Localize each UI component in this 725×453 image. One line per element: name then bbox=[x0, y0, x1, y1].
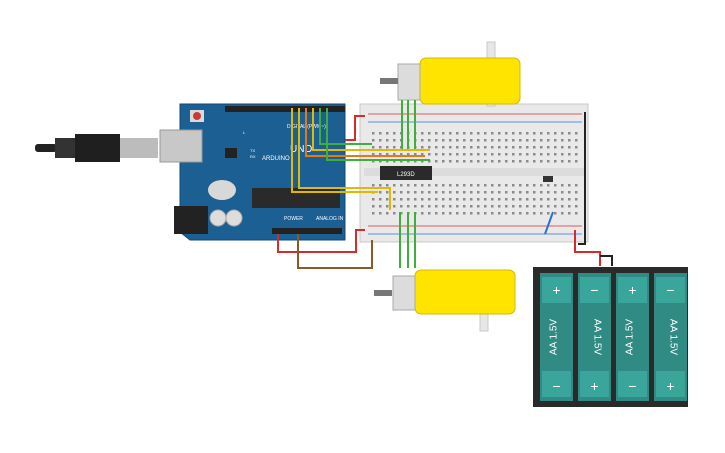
ic-label: L293D bbox=[397, 172, 415, 178]
battery-cell: + − AA 1.5V bbox=[540, 273, 573, 401]
battery-cell-label: AA 1.5V bbox=[549, 319, 560, 355]
power-jack bbox=[174, 206, 208, 234]
battery-cell-label: AA 1.5V bbox=[625, 319, 636, 355]
tx-label: TX bbox=[250, 148, 255, 153]
breadboard bbox=[359, 103, 589, 243]
l-label: L bbox=[243, 130, 246, 135]
battery-terminal-bottom: − bbox=[552, 378, 560, 394]
battery-cell: + − AA 1.5V bbox=[616, 273, 649, 401]
wires bbox=[277, 100, 613, 269]
model-label: UNO bbox=[290, 144, 312, 155]
usb-cable bbox=[35, 134, 158, 162]
motor-top bbox=[380, 41, 521, 107]
crystal bbox=[208, 180, 236, 200]
rx-label: RX bbox=[250, 154, 256, 159]
battery-terminal-bottom: + bbox=[590, 378, 598, 394]
battery-cell: − + AA 1.5V bbox=[578, 273, 611, 401]
slide-switch[interactable] bbox=[543, 176, 553, 182]
arduino-board: ARDUINO UNO DIGITAL (PWM~) POWER ANALOG … bbox=[159, 103, 346, 241]
battery-terminal-top: − bbox=[666, 282, 674, 298]
analog-label: ANALOG IN bbox=[316, 216, 344, 222]
motor-bottom bbox=[374, 269, 516, 332]
battery-cell-label: AA 1.5V bbox=[668, 319, 679, 355]
battery-terminal-top: − bbox=[590, 282, 598, 298]
l293d-chip: L293D bbox=[380, 166, 432, 180]
battery-terminal-bottom: + bbox=[666, 378, 674, 394]
battery-terminal-top: + bbox=[552, 282, 560, 298]
battery-cell-label: AA 1.5V bbox=[592, 319, 603, 355]
digital-header bbox=[225, 106, 345, 112]
power-analog-header bbox=[272, 228, 342, 234]
battery-cell: − + AA 1.5V bbox=[654, 273, 687, 401]
battery-terminal-bottom: − bbox=[628, 378, 636, 394]
battery-terminal-top: + bbox=[628, 282, 636, 298]
brand-label: ARDUINO bbox=[262, 156, 290, 162]
battery-pack: + − AA 1.5V − + AA 1.5V + − AA 1.5V − + AA 1.5V bbox=[533, 267, 688, 407]
power-label: POWER bbox=[284, 216, 303, 222]
